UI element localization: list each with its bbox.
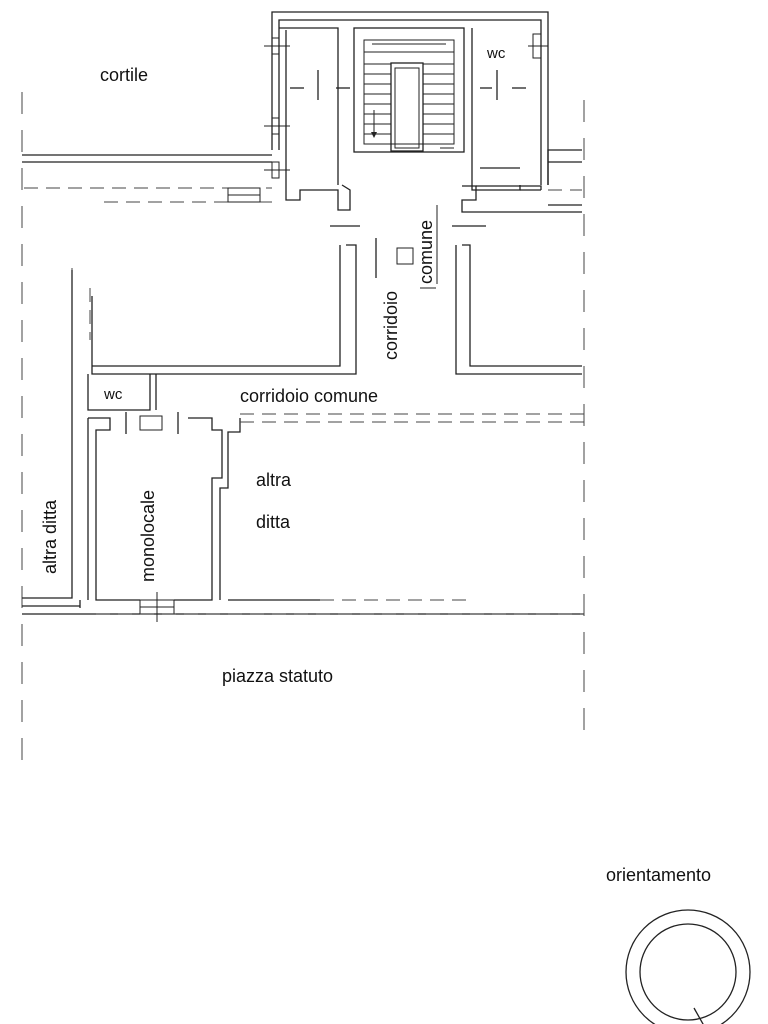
lower-rooms-walls: [22, 270, 584, 622]
label-wc-left: wc: [103, 386, 123, 403]
label-corridoio-comune: corridoio comune: [240, 386, 378, 406]
label-comune: comune: [416, 220, 436, 284]
label-altra: altra: [256, 470, 292, 490]
compass-rose: [625, 909, 751, 1024]
courtyard-boundary: [21, 92, 585, 760]
label-altra-ditta: altra ditta: [40, 499, 60, 574]
central-corridor-walls: [71, 225, 582, 375]
upper-block-walls: [264, 11, 582, 213]
label-cortile: cortile: [100, 65, 148, 85]
label-wc-top: wc: [486, 45, 506, 62]
label-orientamento: orientamento: [606, 865, 711, 885]
label-piazza-statuto: piazza statuto: [222, 666, 333, 686]
stair-treads: [364, 43, 454, 138]
label-monolocale: monolocale: [138, 490, 158, 582]
label-corridoio: corridoio: [381, 291, 401, 360]
label-ditta: ditta: [256, 512, 291, 532]
